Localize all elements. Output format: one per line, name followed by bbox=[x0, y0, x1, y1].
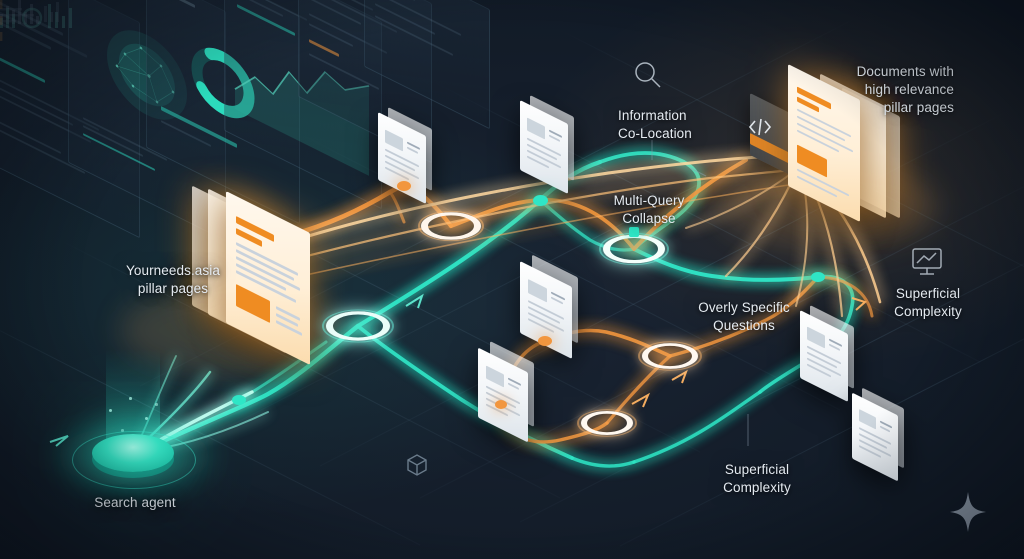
label-documents-high-relevance: Documents with high relevance pillar pag… bbox=[856, 64, 954, 116]
label-pillar-pages: Yourneeds.asia pillar pages bbox=[126, 263, 220, 297]
label-multi-query-collapse: Multi-Query Collapse bbox=[613, 193, 685, 227]
label-information-colocation: Information Co-Location bbox=[618, 108, 692, 142]
label-search-agent: Search agent bbox=[94, 495, 176, 510]
label-superficial-complexity-right: Superficial Complexity bbox=[894, 286, 962, 320]
label-overly-specific-questions: Overly Specific Questions bbox=[698, 300, 790, 334]
label-superficial-complexity-bottom: Superficial Complexity bbox=[723, 462, 791, 496]
